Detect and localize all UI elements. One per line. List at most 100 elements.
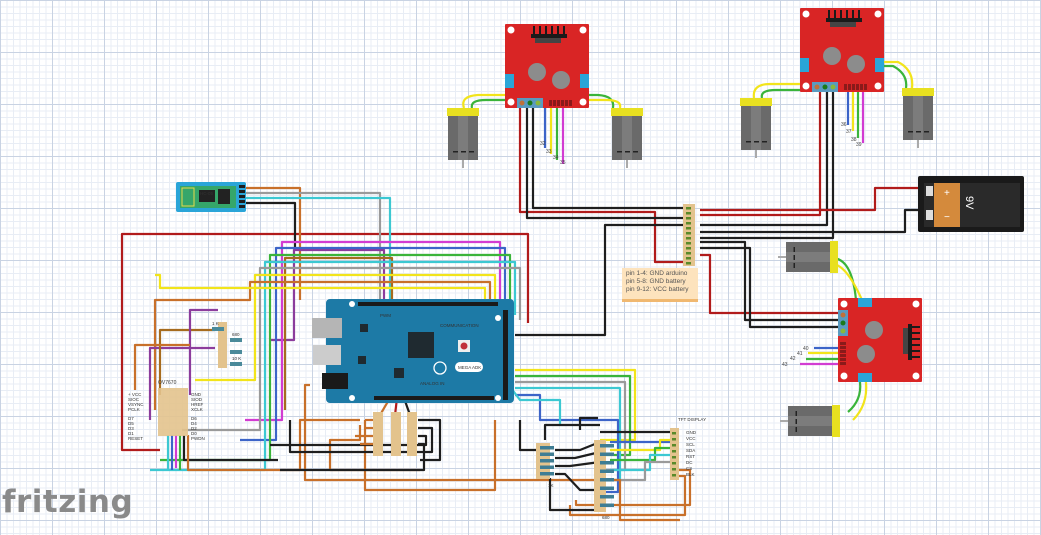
resistor[interactable] xyxy=(600,461,614,465)
resistor[interactable] xyxy=(540,472,554,476)
resistor-block[interactable] xyxy=(373,412,417,456)
heatsink-icon xyxy=(531,34,567,38)
dc-motor[interactable] xyxy=(611,108,643,168)
camera-pin-label: SIOC xyxy=(128,397,140,402)
tft-pin[interactable] xyxy=(672,462,676,465)
camera-pin-label: D6 xyxy=(191,416,197,421)
resistor-array-1k[interactable]: 1K xyxy=(536,443,554,488)
wire-black-driver3[interactable] xyxy=(700,240,845,322)
camera-pin-label: D7 xyxy=(128,416,134,421)
svg-text:34: 34 xyxy=(553,155,559,161)
tft-pin[interactable] xyxy=(672,474,676,477)
mount-hole-icon xyxy=(802,82,810,90)
strip-pin[interactable] xyxy=(686,207,691,210)
resistor[interactable] xyxy=(540,459,554,463)
tft-pin[interactable] xyxy=(672,444,676,447)
camera-pin-label: D0 xyxy=(191,431,197,436)
tft-pin[interactable] xyxy=(672,432,676,435)
bluetooth-module[interactable]: HC-05 xyxy=(176,182,246,212)
tft-pin[interactable] xyxy=(672,438,676,441)
tft-pin[interactable] xyxy=(672,468,676,471)
resistor[interactable] xyxy=(540,446,554,450)
camera-pin-label: D5 xyxy=(128,421,134,426)
resistor[interactable] xyxy=(600,469,614,474)
strip-pin[interactable] xyxy=(686,257,691,260)
screw-terminal[interactable] xyxy=(580,74,589,88)
strip-pin[interactable] xyxy=(686,242,691,245)
resistor[interactable] xyxy=(540,452,554,457)
tft-pin-label: SCL xyxy=(686,442,695,447)
wire-black-driver1b[interactable] xyxy=(531,108,695,210)
resistor-array-680[interactable]: 680 xyxy=(594,440,614,520)
wire-black-battery[interactable] xyxy=(700,208,930,234)
strip-pin[interactable] xyxy=(686,237,691,240)
wire-red-loop[interactable] xyxy=(120,232,530,452)
wire-red-driver2[interactable] xyxy=(700,88,822,217)
wire-black-driver2b[interactable] xyxy=(700,88,835,240)
resistor[interactable] xyxy=(600,486,614,491)
resistor[interactable] xyxy=(600,495,614,499)
resistor[interactable] xyxy=(600,452,614,457)
battery-voltage-label: 9V xyxy=(963,196,975,210)
motor-driver-2[interactable] xyxy=(800,8,884,92)
camera-pin-label: XCLK xyxy=(191,407,203,412)
dc-motor[interactable] xyxy=(778,241,838,273)
svg-text:40: 40 xyxy=(803,346,809,352)
screw-terminal[interactable] xyxy=(858,373,872,382)
dc-motor[interactable] xyxy=(447,108,479,168)
mount-hole-icon xyxy=(912,300,920,308)
pwm-label: PWM xyxy=(380,313,391,318)
tft-pin[interactable] xyxy=(672,450,676,453)
dc-motor[interactable] xyxy=(780,405,840,437)
wire-red-driver1[interactable] xyxy=(518,108,690,264)
camera-pin-label: RESET xyxy=(128,436,143,441)
analog-in-label: ANALOG IN xyxy=(420,381,445,386)
wire-black-driver3b[interactable] xyxy=(700,246,845,329)
motor-driver-1[interactable] xyxy=(505,24,589,108)
strip-pin[interactable] xyxy=(686,227,691,230)
header-right[interactable] xyxy=(503,310,508,400)
strip-pin[interactable] xyxy=(686,252,691,255)
resistor[interactable] xyxy=(600,478,614,482)
wire-black-driver2[interactable] xyxy=(700,88,829,227)
dc-motor[interactable] xyxy=(740,98,772,158)
battery-9v[interactable]: + − 9V xyxy=(918,176,1024,232)
camera-resistors[interactable]: 1 K 680 10 K xyxy=(212,321,242,368)
capacitor-icon xyxy=(552,71,570,89)
strip-pin[interactable] xyxy=(686,212,691,215)
mount-hole-icon xyxy=(912,372,920,380)
arduino-mega[interactable]: MEGA ADK ANALOG IN COMMUNICATION PWM xyxy=(312,299,514,403)
heatsink-icon xyxy=(908,324,912,360)
mount-hole-icon xyxy=(579,98,587,106)
strip-pin[interactable] xyxy=(686,232,691,235)
tft-pin-label: CS xyxy=(686,466,692,471)
wire-red-driver3[interactable] xyxy=(700,253,845,315)
wire-black-arduino-gnd[interactable] xyxy=(515,223,685,337)
strip-pin[interactable] xyxy=(686,222,691,225)
tft-pin[interactable] xyxy=(672,456,676,459)
battery-terminal-minus[interactable] xyxy=(926,210,933,220)
resistor[interactable] xyxy=(600,503,614,508)
strip-pin[interactable] xyxy=(686,217,691,220)
header-top[interactable] xyxy=(358,302,498,306)
strip-pin[interactable] xyxy=(686,247,691,250)
motor-driver-3[interactable] xyxy=(838,298,922,382)
resistor[interactable] xyxy=(540,465,554,470)
dc-motor[interactable] xyxy=(902,88,934,148)
screw-terminal[interactable] xyxy=(505,74,514,88)
wire-black-driver1[interactable] xyxy=(525,108,690,220)
resistor[interactable] xyxy=(600,444,614,448)
battery-terminal-plus[interactable] xyxy=(926,186,933,196)
screw-terminal[interactable] xyxy=(858,298,872,307)
mount-hole-icon xyxy=(507,98,515,106)
power-connector-strip[interactable] xyxy=(683,204,695,266)
screw-terminal[interactable] xyxy=(875,58,884,72)
header-bottom[interactable] xyxy=(374,396,494,400)
wire-red-battery[interactable] xyxy=(700,186,930,212)
strip-pin[interactable] xyxy=(686,262,691,265)
connection-note: pin 1-4: GND arduino pin 5-8: GND batter… xyxy=(622,268,698,302)
screw-terminal[interactable] xyxy=(800,58,809,72)
